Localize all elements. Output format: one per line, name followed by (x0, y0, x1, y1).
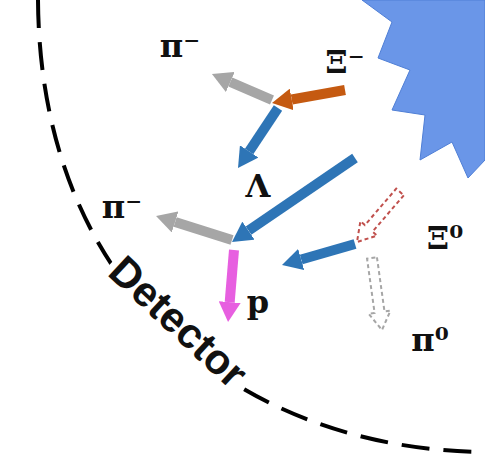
collision-burst (362, 0, 485, 178)
detector-label: Detector (98, 246, 257, 398)
lambda-track (301, 244, 355, 260)
pion-track (175, 222, 232, 240)
proton-track (230, 250, 234, 302)
pion-track (230, 82, 272, 100)
lambda-track (249, 108, 278, 151)
xi-zero-track (357, 189, 404, 242)
detector-boundary (38, 0, 485, 452)
particle-label: π⁻ (102, 191, 142, 223)
particle-label: π⁻ (160, 30, 200, 62)
pion-zero-track (367, 257, 390, 330)
particle-label: Λ (246, 170, 271, 202)
particle-label: π⁰ (411, 324, 448, 356)
particle-label: Ξ⁻ (325, 46, 364, 78)
xi-minus-track (292, 90, 345, 100)
particle-label: Ξ⁰ (427, 222, 464, 254)
particle-label: p (247, 286, 269, 318)
